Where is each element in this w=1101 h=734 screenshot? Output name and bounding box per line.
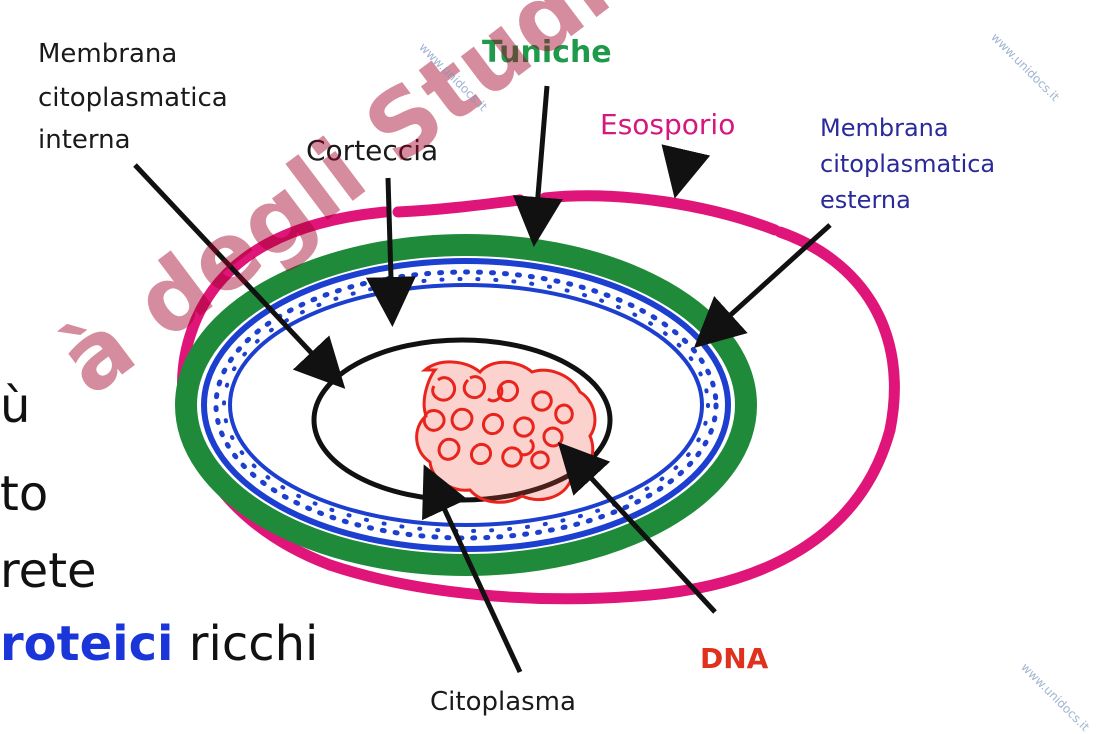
svg-text:citoplasmatica: citoplasmatica (38, 83, 228, 113)
svg-text:esterna: esterna (820, 186, 911, 214)
label-membrana-esterna: Membrana citoplasmatica esterna (820, 114, 995, 214)
label-esosporio: Esosporio (600, 108, 735, 141)
slide-text-line3: rete (0, 547, 97, 595)
arrow-esosporio (678, 158, 684, 184)
arrow-tuniche (535, 86, 547, 232)
svg-text:citoplasmatica: citoplasmatica (820, 150, 995, 178)
label-tuniche: Tuniche (482, 35, 612, 70)
svg-text:Membrana: Membrana (38, 39, 177, 69)
svg-text:interna: interna (38, 125, 131, 155)
label-citoplasma: Citoplasma (430, 687, 576, 717)
svg-text:Membrana: Membrana (820, 114, 949, 142)
arrow-membrana-esterna (705, 225, 830, 338)
label-membrana-interna: Membrana citoplasmatica interna (38, 39, 228, 155)
slide-keyword: roteici (0, 616, 174, 672)
slide-text-rest: ricchi (174, 616, 319, 672)
slide-text-line1: ù (0, 382, 30, 430)
slide-text-line2: to (0, 470, 48, 518)
label-dna: DNA (700, 642, 769, 675)
slide-text-line4: roteici ricchi (0, 620, 318, 668)
dna-region (417, 362, 595, 502)
label-corteccia: Corteccia (306, 134, 438, 167)
